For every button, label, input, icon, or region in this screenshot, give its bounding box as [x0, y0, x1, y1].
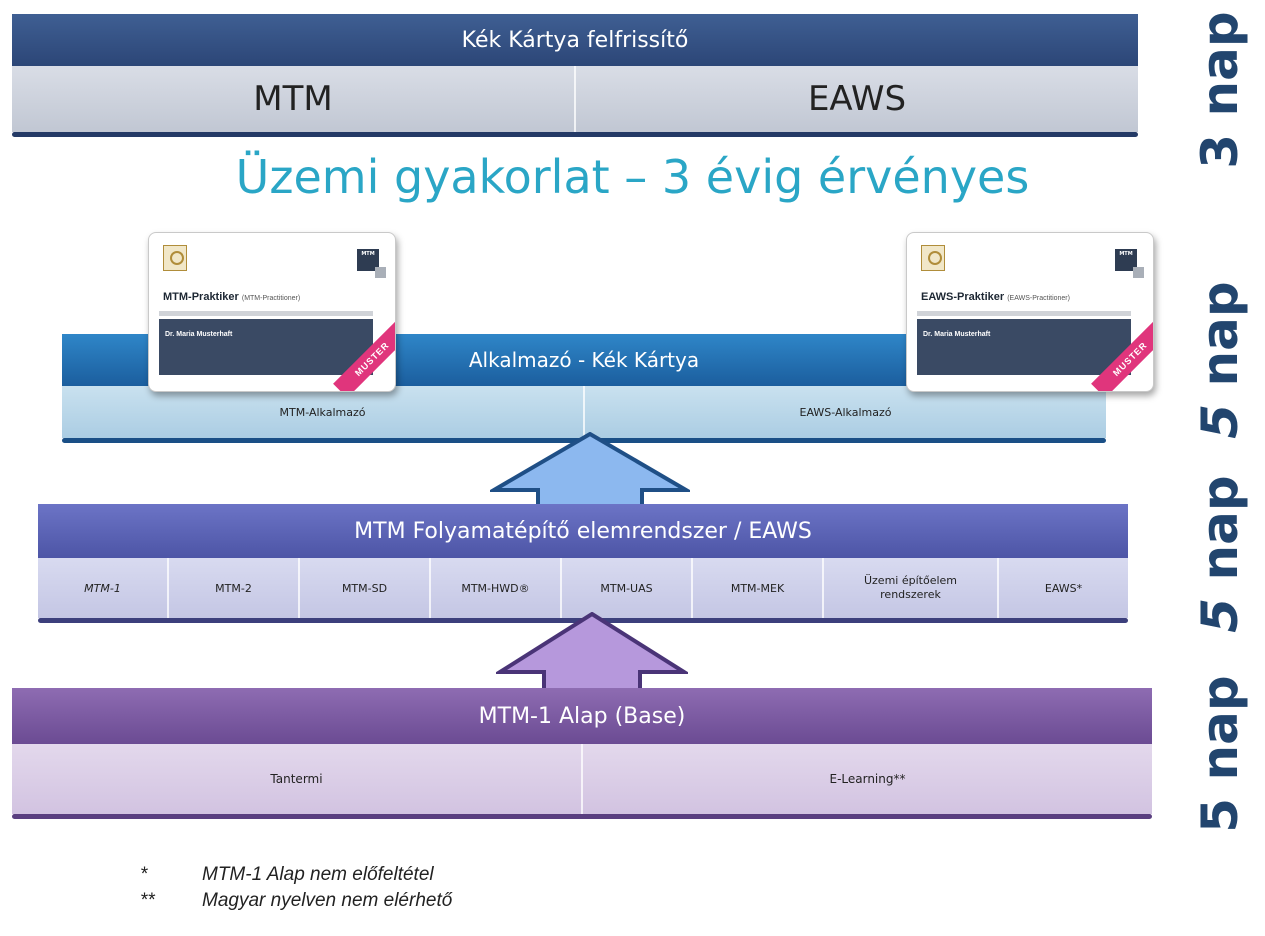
cell-eaws: EAWS [807, 79, 907, 119]
cell-mtm-sd: MTM-SD [300, 558, 431, 618]
tier-applicator-cells: MTM-Alkalmazó EAWS-Alkalmazó [62, 386, 1106, 438]
tier-process-cells: MTM-1 MTM-2 MTM-SD MTM-HWD® MTM-UAS MTM-… [38, 558, 1128, 618]
tier-base-cells: Tantermi E-Learning** [12, 744, 1152, 814]
seal-icon [921, 245, 945, 271]
mtm-logo-icon: MTM [1115, 249, 1144, 278]
cell-mtm-alkalmazo: MTM-Alkalmazó [62, 386, 585, 438]
tier-refresher-shadow [12, 132, 1138, 137]
certificate-holder: Dr. Maria Musterhaft [923, 331, 991, 338]
certificate-holder: Dr. Maria Musterhaft [165, 331, 233, 338]
duration-refresher: 3 nap [1191, 11, 1249, 169]
cell-mtm-uas: MTM-UAS [562, 558, 693, 618]
cell-e-learning: E-Learning** [829, 772, 906, 786]
cell-mtm: MTM [12, 66, 576, 132]
tier-refresher-title: Kék Kártya felfrissítő [12, 14, 1138, 66]
cell-mtm-2: MTM-2 [169, 558, 300, 618]
certificate-card-mtm: MTM MTM-Praktiker (MTM-Practitioner) Dr.… [148, 232, 396, 392]
certificate-title: MTM-Praktiker (MTM-Practitioner) [163, 291, 301, 303]
certificate-title: EAWS-Praktiker (EAWS-Practitioner) [921, 291, 1070, 303]
cell-eaws-alkalmazo: EAWS-Alkalmazó [799, 405, 892, 419]
tier-process-title: MTM Folyamatépítő elemrendszer / EAWS [38, 504, 1128, 558]
practice-banner: Üzemi gyakorlat – 3 évig érvényes [235, 150, 1030, 204]
cell-eaws: EAWS* [1044, 581, 1083, 595]
cell-tantermi: Tantermi [12, 744, 583, 814]
duration-base: 5 nap [1191, 675, 1249, 833]
tier-refresher: Kék Kártya felfrissítő MTM EAWS [12, 14, 1138, 137]
cell-uzemi-epitoelem: Üzemi építőelem rendszerek [824, 558, 999, 618]
duration-applicator: 5 nap [1191, 281, 1249, 439]
footnote-2: **Magyar nyelven nem elérhető [140, 890, 453, 911]
cell-mtm-1: MTM-1 [38, 558, 169, 618]
certificate-card-eaws: MTM EAWS-Praktiker (EAWS-Practitioner) D… [906, 232, 1154, 392]
tier-base-shadow [12, 814, 1152, 819]
seal-icon [163, 245, 187, 271]
certificate-band [917, 311, 1131, 316]
tier-refresher-cells: MTM EAWS [12, 66, 1138, 132]
certificate-band [159, 311, 373, 316]
certificate-panel [917, 319, 1131, 375]
tier-process-building: MTM Folyamatépítő elemrendszer / EAWS MT… [38, 504, 1128, 623]
footnote-1: *MTM-1 Alap nem előfeltétel [140, 864, 434, 885]
certificate-panel [159, 319, 373, 375]
duration-process-building: 5 nap [1191, 475, 1249, 633]
cell-mtm-mek: MTM-MEK [693, 558, 824, 618]
mtm-logo-icon: MTM [357, 249, 386, 278]
cell-mtm-hwd: MTM-HWD® [431, 558, 562, 618]
tier-base: MTM-1 Alap (Base) Tantermi E-Learning** [12, 688, 1152, 819]
tier-base-title: MTM-1 Alap (Base) [12, 688, 1152, 744]
